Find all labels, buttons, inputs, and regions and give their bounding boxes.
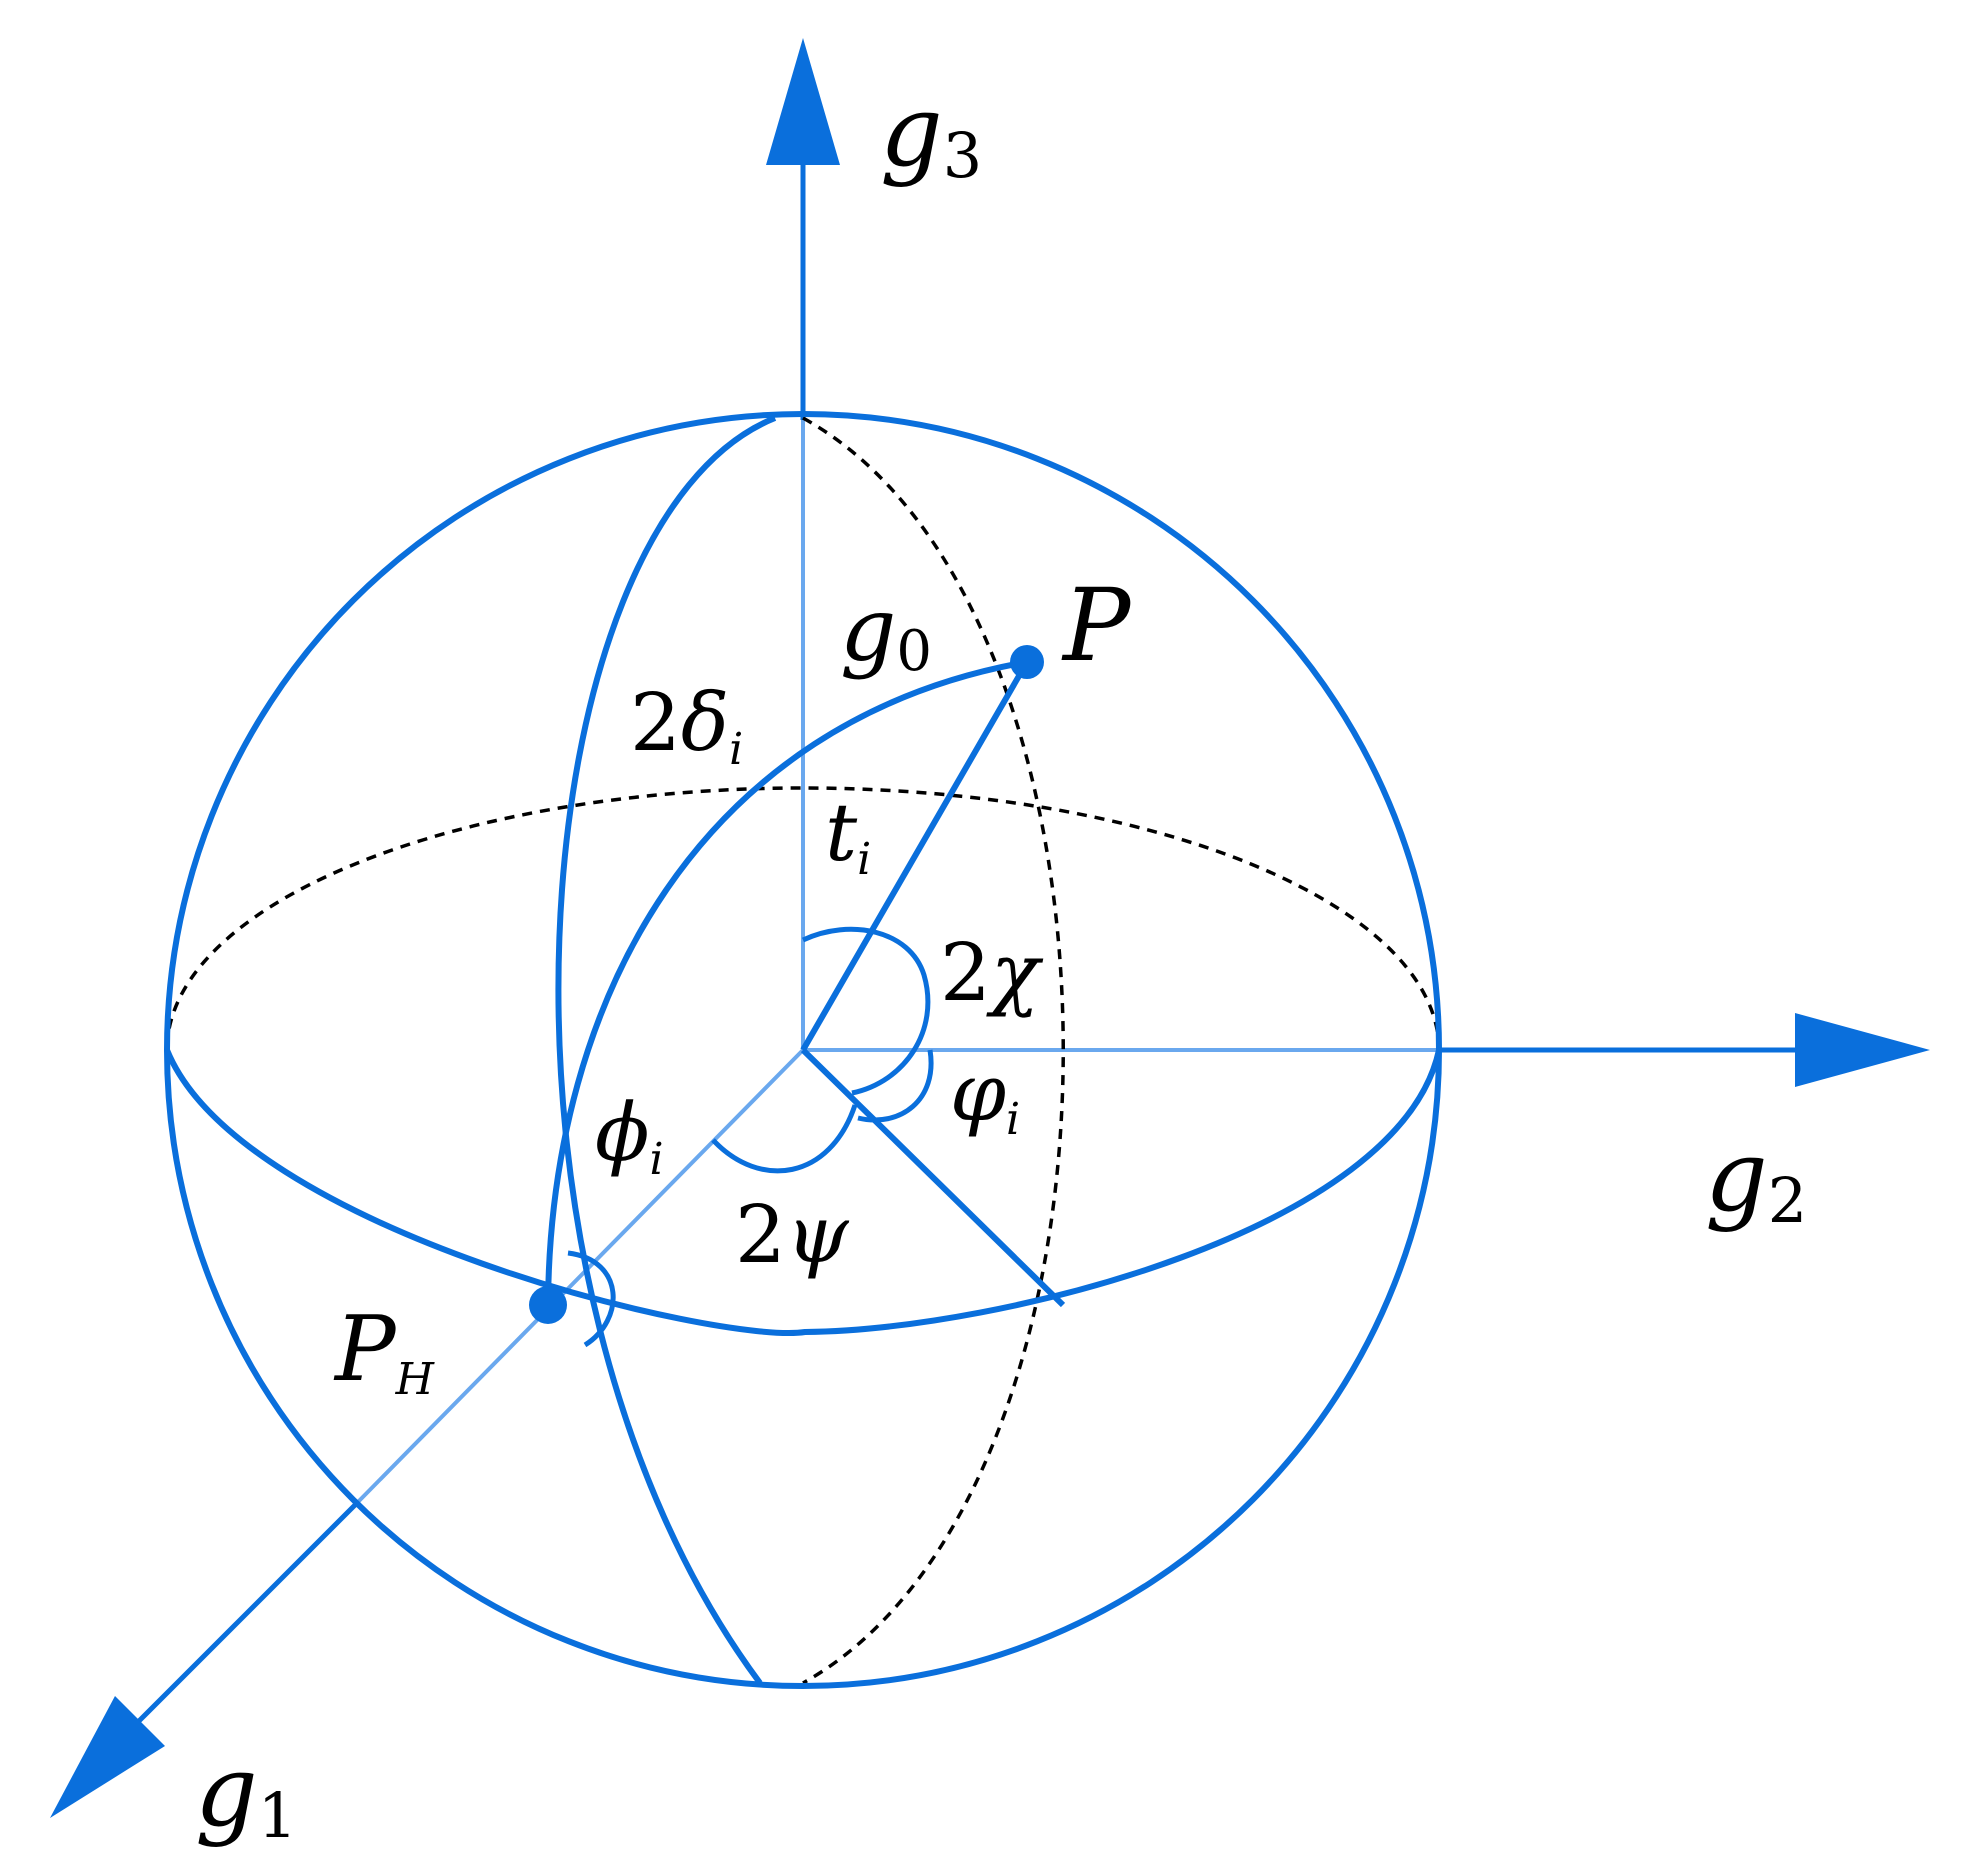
equator-front <box>164 1048 1442 1336</box>
label-g3: g3 <box>880 75 982 192</box>
label-phi: ϕi <box>595 1086 664 1185</box>
label-2psi: 2ψ <box>735 1188 850 1281</box>
label-g0: g0 <box>840 578 932 684</box>
label-p: P <box>1061 567 1132 684</box>
angle-arc-2psi <box>711 1104 858 1174</box>
label-ph: PH <box>333 1297 436 1405</box>
meridian-back-dashed <box>802 416 1065 1685</box>
g1-axis-outside <box>128 1503 357 1732</box>
meridian-front <box>555 415 777 1685</box>
angle-arc-phi <box>567 1250 616 1348</box>
label-2delta: 2δi <box>630 676 743 775</box>
point-p <box>1010 645 1044 679</box>
point-ph <box>529 1286 567 1324</box>
arc-ph-to-p <box>545 659 1028 1306</box>
radius-to-p <box>800 660 1030 1052</box>
angle-arc-2chi <box>801 926 931 1096</box>
projection-line <box>800 1047 1066 1308</box>
label-g1: g1 <box>195 1735 297 1852</box>
g3-arrowhead <box>766 38 840 165</box>
angle-arc-varphi <box>857 1049 934 1123</box>
g1-arrowhead <box>50 1696 165 1818</box>
label-t: ti <box>825 786 871 885</box>
g2-arrowhead <box>1795 1013 1930 1087</box>
label-varphi: φi <box>950 1046 1020 1145</box>
label-2chi: 2χ <box>940 926 1044 1019</box>
label-g2: g2 <box>1705 1120 1807 1237</box>
g1-axis-inside <box>353 1048 805 1507</box>
